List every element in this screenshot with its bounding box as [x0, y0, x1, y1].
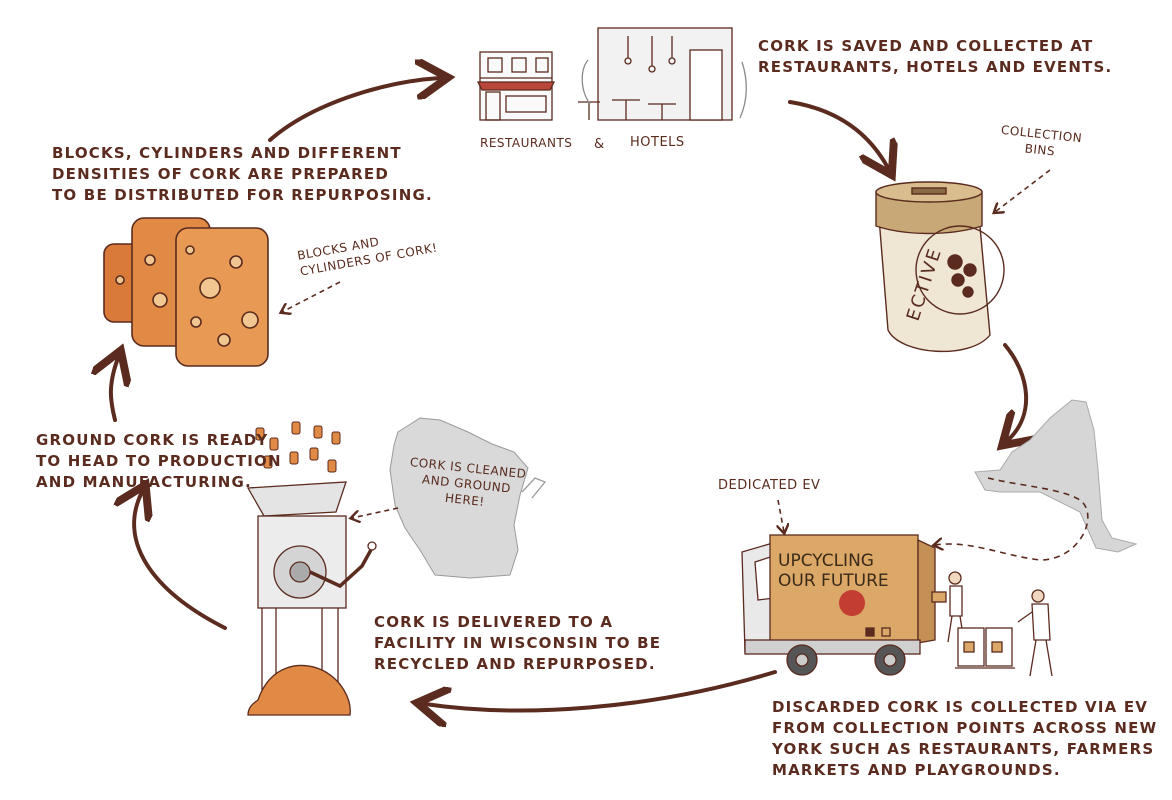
wisconsin-map-icon	[389, 417, 529, 579]
restaurant-building-icon	[476, 51, 556, 121]
truck-slogan-line-1: UPCYCLING	[778, 551, 874, 571]
bins-pointer-arrow	[995, 169, 1051, 212]
label-hotels: Hotels	[630, 135, 685, 150]
workers-with-carts-icon	[931, 571, 1053, 677]
ev-pointer-arrow	[778, 499, 784, 532]
route-newyork-to-ev	[935, 477, 1089, 561]
electric-vehicle-icon	[741, 534, 936, 676]
arrow-grinder-to-ground	[134, 492, 227, 630]
arrow-hotels-to-bins	[788, 100, 888, 168]
label-restaurants: Restaurants	[480, 136, 573, 150]
arrow-ev-to-facility	[425, 670, 777, 710]
falling-cork-pieces	[255, 421, 341, 473]
caption-blocks: Blocks, cylinders and different densitie…	[52, 144, 433, 204]
wisconsin-peninsula	[521, 477, 547, 499]
new-york-map-icon	[974, 399, 1138, 553]
arrow-bins-to-newyork	[1005, 343, 1026, 440]
arrow-ground-to-blocks	[111, 358, 118, 422]
caption-ground: Ground cork is ready to head to producti…	[36, 431, 282, 491]
caption-collected: Cork is saved and collected at restauran…	[758, 37, 1113, 76]
collection-bin-icon	[875, 181, 1005, 353]
wisconsin-pointer-arrow	[352, 507, 399, 518]
caption-discarded: Discarded cork is collected via EV from …	[772, 698, 1158, 779]
blocks-pointer-arrow	[282, 281, 341, 312]
label-dedicated-ev: Dedicated EV	[718, 478, 821, 493]
cork-grinder-icon	[246, 481, 377, 716]
cork-blocks-icon	[103, 217, 269, 367]
caption-delivered: Cork is delivered to a facility in Wisco…	[374, 613, 662, 673]
label-ampersand: &	[594, 137, 605, 152]
truck-slogan-line-2: OUR FUTURE	[778, 571, 889, 591]
hotel-cafe-icon	[578, 27, 747, 121]
arrow-blocks-to-restaurants	[268, 78, 440, 142]
